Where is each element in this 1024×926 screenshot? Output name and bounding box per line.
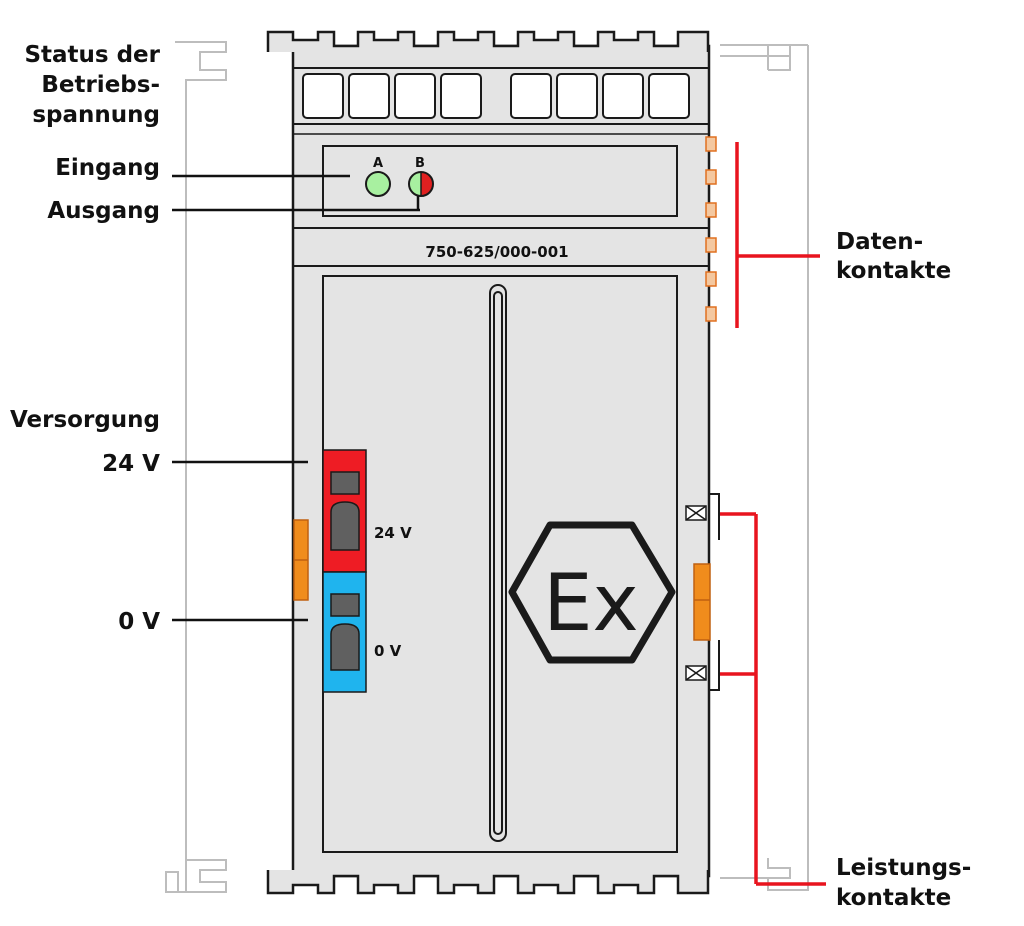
svg-text:Ex: Ex (543, 559, 638, 649)
power-jumper-right (693, 563, 711, 641)
data-contacts (705, 136, 717, 322)
label-eingang: Eingang (55, 155, 160, 181)
din-rail-right (720, 44, 809, 891)
part-number: 750-625/000-001 (425, 243, 568, 261)
main-panel (322, 275, 678, 853)
label-leistung-line2: kontakte (836, 885, 952, 911)
din-rail-left (165, 41, 227, 893)
power-contact-lower (685, 665, 707, 681)
label-daten-line1: Daten- (836, 229, 924, 255)
bottom-latch-comb (266, 870, 710, 895)
top-latch-comb (266, 30, 710, 52)
label-status-line2: Betriebs- (41, 72, 160, 98)
led-b-label: B (415, 156, 425, 171)
label-ausgang: Ausgang (47, 198, 160, 224)
marker-slots (302, 73, 690, 119)
release-slot (489, 284, 507, 842)
label-24v: 24 V (102, 451, 160, 477)
label-status-line3: spannung (32, 102, 160, 128)
label-versorgung: Versorgung (10, 407, 160, 433)
callout-lines-left (172, 174, 420, 622)
terminal-24v[interactable] (322, 449, 367, 573)
terminal-0v-label: 0 V (374, 642, 402, 660)
led-b-icon (408, 171, 434, 197)
label-status-line1: Status der (24, 42, 160, 68)
label-0v: 0 V (118, 609, 160, 635)
callout-lines-right (720, 142, 826, 886)
ex-hexagon-icon: Ex (508, 521, 676, 664)
led-a-icon (365, 171, 391, 197)
label-leistung-line1: Leistungs- (836, 855, 972, 881)
power-contact-upper (685, 505, 707, 521)
led-a-label: A (373, 156, 383, 171)
label-daten-line2: kontakte (836, 258, 952, 284)
terminal-0v[interactable] (322, 571, 367, 693)
terminal-24v-label: 24 V (374, 524, 412, 542)
